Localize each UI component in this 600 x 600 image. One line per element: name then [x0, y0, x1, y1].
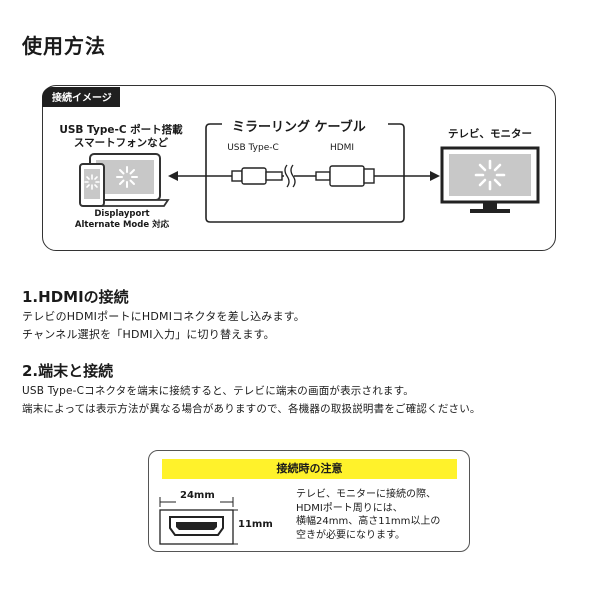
section1-line: チャンネル選択を「HDMI入力」に切り替えます。	[22, 328, 275, 341]
section2-heading: 2.端末と接続	[22, 362, 114, 380]
caution-title: 接続時の注意	[162, 459, 457, 479]
cable-diagram-graphic	[168, 123, 440, 223]
section2-text: USB Type-Cコネクタを端末に接続すると、テレビに端末の画面が表示されます…	[22, 382, 481, 418]
displayport-label: Displayport Alternate Mode 対応	[62, 209, 182, 231]
displayport-label-line2: Alternate Mode 対応	[74, 220, 170, 230]
caution-box	[148, 450, 470, 552]
displayport-label-line1: Displayport	[94, 209, 150, 219]
usb-type-c-label: USB Type-C	[227, 143, 279, 153]
cable-title: ミラーリング ケーブル	[226, 116, 372, 135]
smartphone-label-line2: スマートフォンなど	[73, 137, 169, 149]
smartphone-label: USB Type-C ポート搭載 スマートフォンなど	[56, 124, 186, 150]
page-title: 使用方法	[22, 34, 106, 58]
diagram-badge: 接続イメージ	[42, 87, 120, 107]
section2-line: USB Type-Cコネクタを端末に接続すると、テレビに端末の画面が表示されます…	[22, 385, 414, 397]
connection-diagram	[42, 85, 556, 251]
laptop-phone-icon	[79, 153, 170, 207]
caution-line: 横幅24mm、高さ11mm以上の	[296, 516, 441, 527]
caution-line: テレビ、モニターに接続の際、	[296, 489, 436, 500]
tv-label: テレビ、モニター	[448, 128, 532, 140]
section1-text: テレビのHDMIポートにHDMIコネクタを差し込みます。 チャンネル選択を「HD…	[22, 308, 305, 344]
caution-line: HDMIポート周りには、	[296, 502, 403, 514]
hdmi-label: HDMI	[329, 143, 355, 153]
caution-line: 空きが必要になります。	[296, 529, 405, 541]
height-dimension-label: 11mm	[238, 519, 273, 530]
width-dimension-label: 24mm	[180, 490, 215, 501]
section1-line: テレビのHDMIポートにHDMIコネクタを差し込みます。	[22, 310, 306, 323]
smartphone-label-line1: USB Type-C ポート搭載	[59, 124, 183, 136]
caution-text: テレビ、モニターに接続の際、 HDMIポート周りには、 横幅24mm、高さ11m…	[296, 488, 440, 542]
section2-line: 端末によっては表示方法が異なる場合がありますので、各機器の取扱説明書をご確認くだ…	[22, 403, 481, 415]
section1-heading: 1.HDMIの接続	[22, 288, 129, 306]
tv-monitor-icon	[440, 146, 540, 213]
